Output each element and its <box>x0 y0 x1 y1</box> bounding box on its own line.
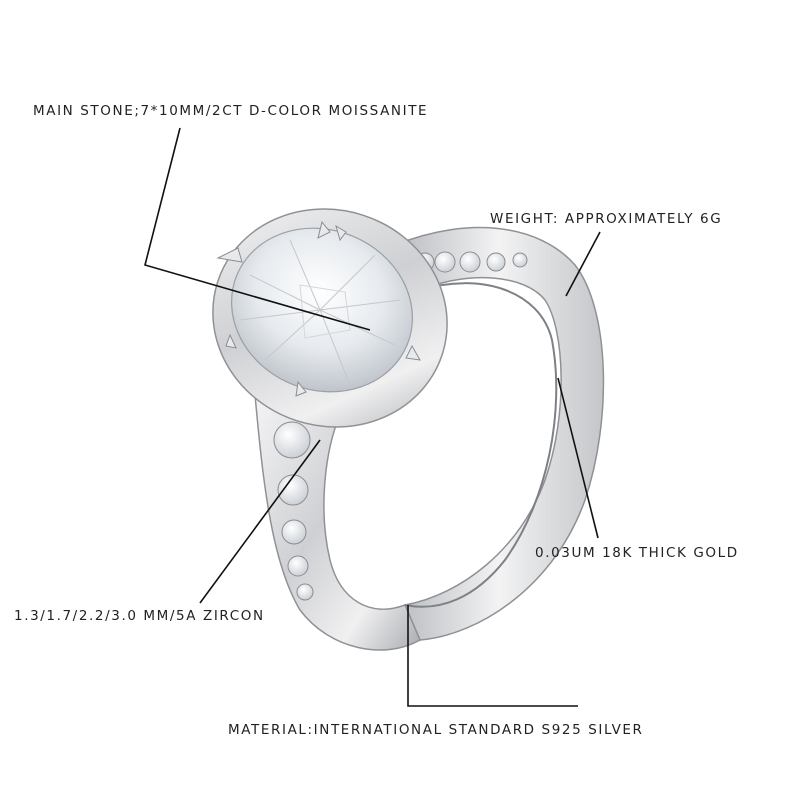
leader-line-gold <box>557 377 599 539</box>
main-stone-annotation: MAIN STONE;7*10MM/2CT D-COLOR MOISSANITE <box>33 103 429 119</box>
main-stone-facets <box>239 239 401 386</box>
prongs <box>216 220 421 397</box>
left-shoulder-stones <box>273 421 314 601</box>
leader-line-material <box>407 605 578 707</box>
leader-line-zircon <box>199 439 321 604</box>
leader-line-weight <box>565 231 601 297</box>
right-shoulder-stones <box>415 251 528 273</box>
leader-line-main-stone <box>144 127 371 331</box>
leader-lines <box>144 127 601 707</box>
material-annotation: MATERIAL:INTERNATIONAL STANDARD S925 SIL… <box>228 722 644 738</box>
ring-band-front <box>254 394 421 651</box>
plating-annotation: 0.03UM 18K THICK GOLD <box>535 545 739 561</box>
ring-band-back <box>393 226 605 641</box>
side-stones-annotation: 1.3/1.7/2.2/3.0 MM/5A ZIRCON <box>14 608 265 624</box>
band-inner-edge <box>404 282 558 608</box>
weight-annotation: WEIGHT: APPROXIMATELY 6G <box>490 211 723 227</box>
